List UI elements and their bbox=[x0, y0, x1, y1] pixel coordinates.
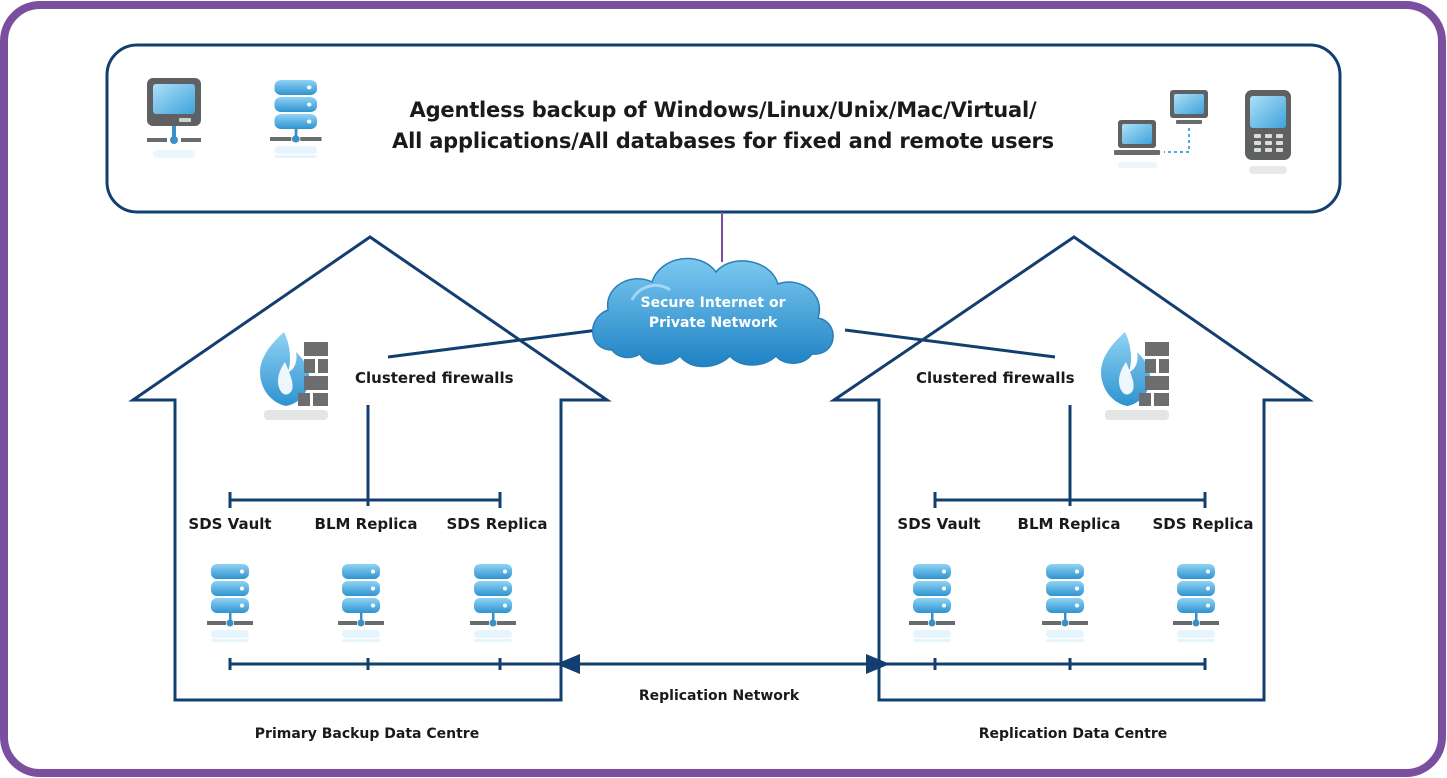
arrowhead-left bbox=[556, 654, 580, 674]
replication-firewall-label: Clustered firewalls bbox=[916, 369, 1075, 387]
server-icon bbox=[1173, 564, 1219, 642]
arrowhead-right bbox=[866, 654, 890, 674]
replication-server-label: BLM Replica bbox=[1017, 515, 1121, 533]
networked-laptops-icon bbox=[1114, 90, 1208, 168]
replication-network-label: Replication Network bbox=[638, 688, 800, 704]
replication-data-centre-house bbox=[829, 235, 1314, 702]
cloud-to-replication-firewall-link bbox=[844, 328, 1056, 359]
headline-line-2: All applications/All databases for fixed… bbox=[392, 129, 1054, 153]
cloud-to-primary-firewall-link bbox=[387, 328, 599, 359]
primary-caption: Primary Backup Data Centre bbox=[254, 726, 480, 742]
mobile-phone-icon bbox=[1245, 90, 1291, 174]
replication-caption: Replication Data Centre bbox=[978, 726, 1168, 742]
primary-server-label: SDS Replica bbox=[446, 515, 548, 533]
replication-firewall-tree bbox=[933, 405, 1207, 508]
replication-server-label: SDS Replica bbox=[1152, 515, 1254, 533]
headline-line-1: Agentless backup of Windows/Linux/Unix/M… bbox=[409, 98, 1037, 122]
desktop-computer-icon bbox=[147, 78, 201, 158]
headline: Agentless backup of Windows/Linux/Unix/M… bbox=[392, 95, 1054, 157]
replication-server-label: SDS Vault bbox=[897, 515, 981, 533]
replication-network-line bbox=[228, 658, 1207, 670]
server-icon bbox=[1042, 564, 1088, 642]
header-box bbox=[105, 43, 1342, 214]
server-icon bbox=[909, 564, 955, 642]
primary-server-label: SDS Vault bbox=[188, 515, 272, 533]
primary-firewall-label: Clustered firewalls bbox=[355, 369, 514, 387]
cloud-icon bbox=[591, 257, 834, 368]
cloud-label: Secure Internet or Private Network bbox=[641, 293, 786, 333]
primary-firewall-tree bbox=[228, 405, 502, 508]
primary-server-label: BLM Replica bbox=[314, 515, 418, 533]
primary-data-centre-house bbox=[128, 235, 612, 702]
server-icon bbox=[470, 564, 516, 642]
server-icon bbox=[270, 80, 322, 158]
cloud-label-line-2: Private Network bbox=[648, 315, 778, 331]
server-icon bbox=[338, 564, 384, 642]
cloud-label-line-1: Secure Internet or bbox=[640, 295, 786, 311]
server-icon bbox=[207, 564, 253, 642]
